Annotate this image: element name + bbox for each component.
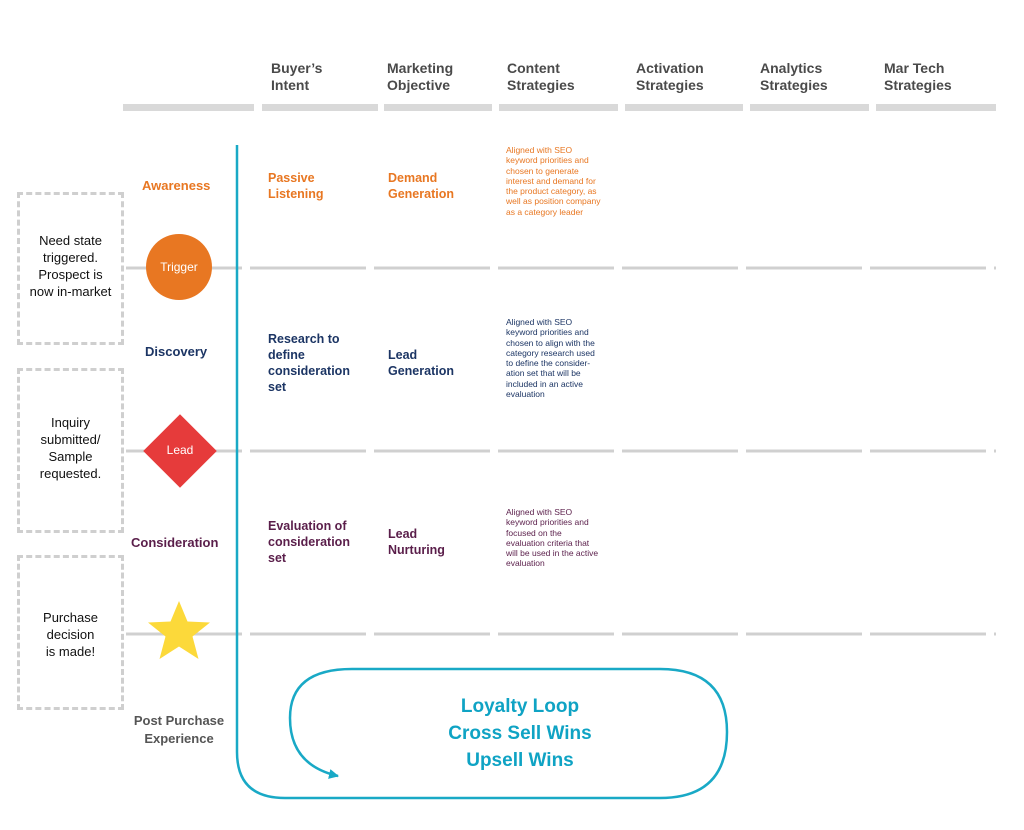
side-box-trigger-text: Need state triggered. Prospect is now in…	[29, 233, 112, 299]
column-header-marketing-objective: Marketing Objective	[387, 60, 454, 93]
side-box-purchase-text: Purchase decision is made!	[43, 610, 98, 659]
awareness-intent: Passive Listening	[268, 171, 324, 201]
header-bar	[876, 104, 996, 111]
column-header-content-strategies: Content Strategies	[507, 60, 575, 93]
loyalty-loop-path	[235, 145, 729, 800]
header-bar	[262, 104, 378, 111]
consideration-content-strategy: Aligned with SEO keyword priorities and …	[506, 507, 599, 569]
header-bar	[625, 104, 743, 111]
cross-sell-line: Cross Sell Wins	[448, 723, 592, 744]
column-header-buyers-intent: Buyer’s Intent	[271, 60, 323, 93]
consideration-intent: Evaluation of consideration set	[268, 519, 350, 565]
awareness-objective: Demand Generation	[388, 171, 454, 201]
column-header-martech-strategies: Mar Tech Strategies	[884, 60, 952, 93]
lead-label: Lead	[166, 443, 194, 457]
trigger-circle-marker: Trigger	[146, 234, 212, 300]
side-box-trigger	[17, 192, 124, 345]
column-header-activation-strategies: Activation Strategies	[636, 60, 704, 93]
trigger-label: Trigger	[160, 260, 198, 274]
stage-discovery: Discovery	[145, 344, 208, 359]
side-box-purchase	[17, 555, 124, 710]
discovery-intent: Research to define consideration set	[268, 332, 350, 394]
loyalty-loop-line: Loyalty Loop	[460, 696, 580, 717]
header-bar	[123, 104, 254, 111]
side-box-lead	[17, 368, 124, 533]
upsell-line: Upsell Wins	[466, 750, 574, 771]
stage-consideration: Consideration	[131, 535, 219, 550]
stage-awareness: Awareness	[142, 178, 211, 193]
header-bar	[499, 104, 618, 111]
loyalty-loop-text: Loyalty Loop Cross Sell Wins Upsell Wins	[400, 693, 640, 774]
stage-post-purchase: Post Purchase Experience	[133, 713, 225, 746]
header-bar	[750, 104, 869, 111]
purchase-star-icon	[148, 601, 210, 659]
awareness-content-strategy: Aligned with SEO keyword priorities and …	[506, 145, 601, 217]
row-divider-lines	[126, 266, 996, 636]
discovery-objective: Lead Generation	[388, 348, 454, 378]
header-bar	[384, 104, 492, 111]
column-header-analytics-strategies: Analytics Strategies	[760, 60, 828, 93]
discovery-content-strategy: Aligned with SEO keyword priorities and …	[506, 317, 595, 400]
side-box-lead-text: Inquiry submitted/ Sample requested.	[39, 415, 102, 481]
consideration-objective: Lead Nurturing	[388, 527, 445, 557]
